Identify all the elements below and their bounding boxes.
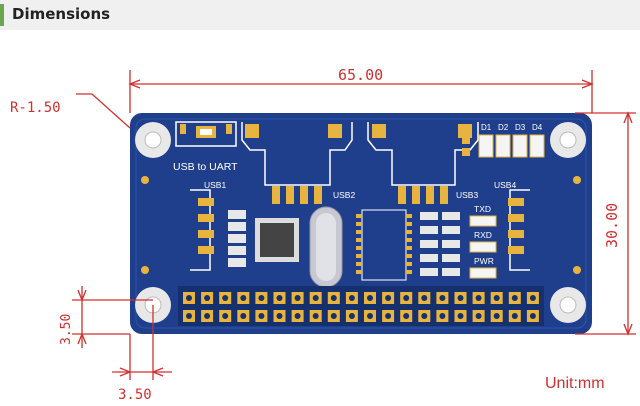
gpio-pin-hole (511, 313, 518, 319)
label-usb3: USB3 (456, 190, 478, 200)
led-txd (469, 215, 497, 227)
gpio-pin-hole (312, 295, 319, 301)
gpio-pin-hole (222, 295, 229, 301)
gpio-pin-hole (222, 313, 229, 319)
gpio-pin-hole (276, 313, 283, 319)
label-usb-to-uart: USB to UART (173, 161, 238, 173)
gpio-pin-hole (330, 295, 337, 301)
usb2-connector (241, 122, 353, 186)
gpio-pin-hole (403, 295, 410, 301)
led-pwr (469, 267, 497, 279)
gpio-pin-hole (403, 313, 410, 319)
mounting-hole-top-left (135, 122, 171, 158)
gpio-header-40pin (178, 286, 544, 326)
label-txd: TXD (474, 204, 491, 214)
label-rxd: RXD (474, 230, 492, 240)
gpio-pin-hole (258, 313, 265, 319)
label-d2: D2 (498, 123, 509, 132)
mounting-hole-top-right (550, 122, 586, 158)
gpio-pin-hole (186, 295, 192, 301)
header-accent-bar (0, 4, 4, 26)
section-title: Dimensions (12, 5, 111, 23)
usb3-connector (367, 122, 479, 186)
dimension-hole-offset-y-label: 3.50 (59, 314, 74, 345)
label-d4: D4 (532, 123, 543, 132)
section-header: Dimensions (0, 0, 640, 30)
gpio-pin-hole (312, 313, 319, 319)
gpio-pin-hole (493, 313, 500, 319)
gpio-pin-hole (330, 313, 337, 319)
gpio-pin-hole (294, 295, 301, 301)
dimension-lines (72, 70, 636, 380)
gpio-pin-hole (529, 313, 536, 319)
dimension-hole-offset-x-label: 3.50 (118, 387, 152, 403)
usb3-pins (398, 186, 448, 204)
label-pwr: PWR (474, 256, 494, 266)
gpio-pin-hole (439, 295, 446, 301)
usb2-pins (272, 186, 322, 204)
micro-usb-connector (175, 121, 237, 147)
gpio-pin-hole (240, 295, 247, 301)
gpio-pin-hole (529, 295, 536, 301)
gpio-pin-hole (421, 313, 428, 319)
led-rxd (469, 241, 497, 253)
usb-port-leds (462, 134, 545, 158)
usb-hub-chip (255, 218, 299, 262)
gpio-pin-hole (385, 295, 392, 301)
usb4-connector (508, 189, 530, 271)
gpio-pin-hole (348, 313, 355, 319)
label-usb1: USB1 (204, 180, 226, 190)
gpio-pin-hole (475, 313, 482, 319)
label-usb4: USB4 (494, 180, 516, 190)
gpio-pin-hole (439, 313, 446, 319)
gpio-pin-hole (294, 313, 301, 319)
pcb-border-trace (135, 118, 587, 329)
label-usb2: USB2 (333, 190, 355, 200)
label-d3: D3 (515, 123, 526, 132)
usb1-connector (190, 189, 214, 271)
gpio-pin-hole (204, 313, 211, 319)
gpio-pin-hole (367, 295, 373, 301)
dimension-width-label: 65.00 (338, 66, 383, 84)
dimension-radius-label: R-1.50 (10, 100, 61, 116)
label-d1: D1 (481, 123, 492, 132)
vias (141, 176, 581, 274)
unit-label: Unit:mm (545, 375, 605, 392)
gpio-pin-hole (367, 313, 373, 319)
gpio-pin-hole (475, 295, 482, 301)
gpio-pin-hole (457, 295, 464, 301)
gpio-pin-hole (240, 313, 247, 319)
gpio-pin-hole (511, 295, 518, 301)
dimension-height-label: 30.00 (603, 203, 621, 248)
gpio-pin-hole (385, 313, 392, 319)
resistor-array-left (228, 210, 246, 267)
gpio-pin-hole (493, 295, 500, 301)
crystal-oscillator (309, 206, 343, 288)
gpio-pin-hole (186, 313, 192, 319)
uart-chip (356, 209, 412, 281)
resistor-array-right (420, 212, 460, 276)
gpio-pin-hole (258, 295, 265, 301)
gpio-pin-hole (348, 295, 355, 301)
mounting-hole-bottom-right (550, 287, 586, 323)
gpio-pin-hole (421, 295, 428, 301)
gpio-pin-hole (457, 313, 464, 319)
gpio-pin-hole (204, 295, 211, 301)
gpio-pin-hole (276, 295, 283, 301)
usb2-shell-pads (245, 124, 472, 138)
